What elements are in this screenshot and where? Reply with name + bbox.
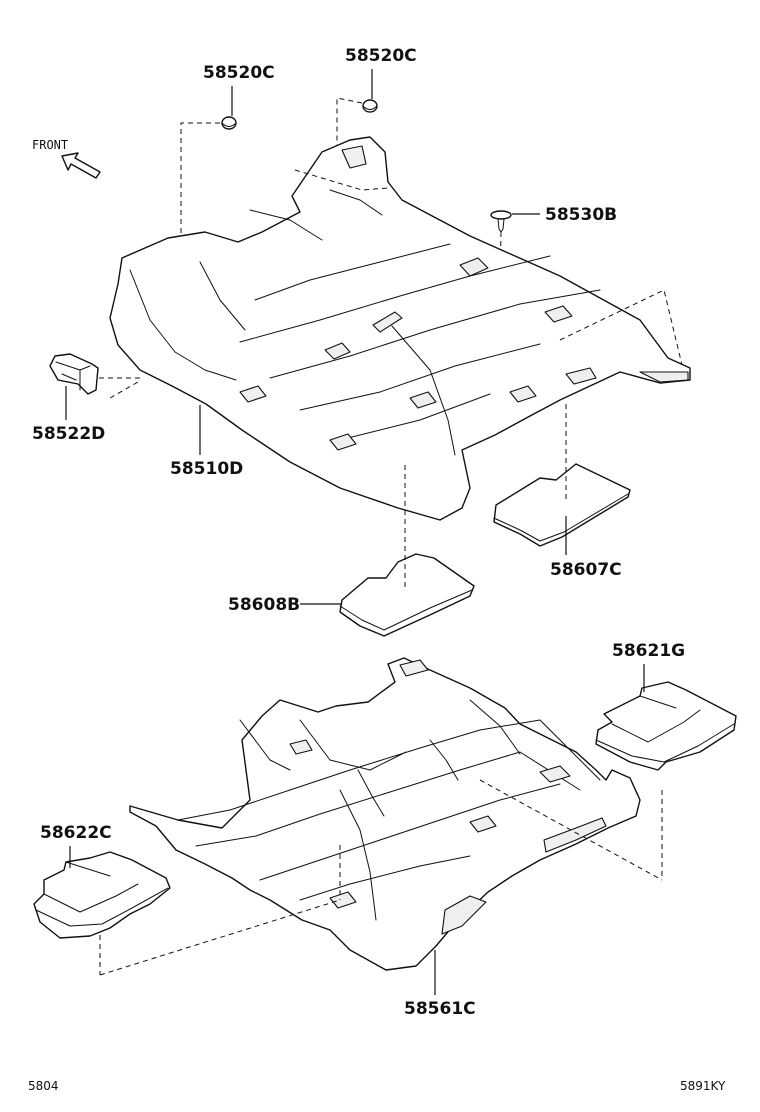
- label-58510d: 58510D: [170, 459, 243, 479]
- clip-left: 58520C: [180, 63, 275, 265]
- label-58621g: 58621G: [612, 641, 685, 661]
- carpet: 58561C: [99, 657, 663, 1019]
- pad-rear-right: 58607C: [493, 404, 631, 580]
- footer-right-code: 5891KY: [680, 1079, 726, 1093]
- label-58520c-right: 58520C: [345, 46, 417, 66]
- front-label: FRONT: [32, 138, 68, 152]
- label-58520c-left: 58520C: [203, 63, 275, 83]
- label-58607c: 58607C: [550, 560, 622, 580]
- label-58622c: 58622C: [40, 823, 112, 843]
- label-58561c: 58561C: [404, 999, 476, 1019]
- footer-left-code: 5804: [28, 1079, 59, 1093]
- pad-right: 58621G: [595, 641, 737, 771]
- front-direction-indicator: FRONT: [32, 138, 101, 179]
- pad-left: 58622C: [33, 823, 171, 939]
- label-58608b: 58608B: [228, 595, 300, 615]
- floor-silencer: 58510D: [109, 136, 691, 521]
- bracket: 58522D: [32, 353, 140, 444]
- front-arrow-icon: [61, 152, 101, 179]
- pad-front: 58608B: [228, 465, 475, 637]
- label-58530b: 58530B: [545, 205, 617, 225]
- label-58522d: 58522D: [32, 424, 105, 444]
